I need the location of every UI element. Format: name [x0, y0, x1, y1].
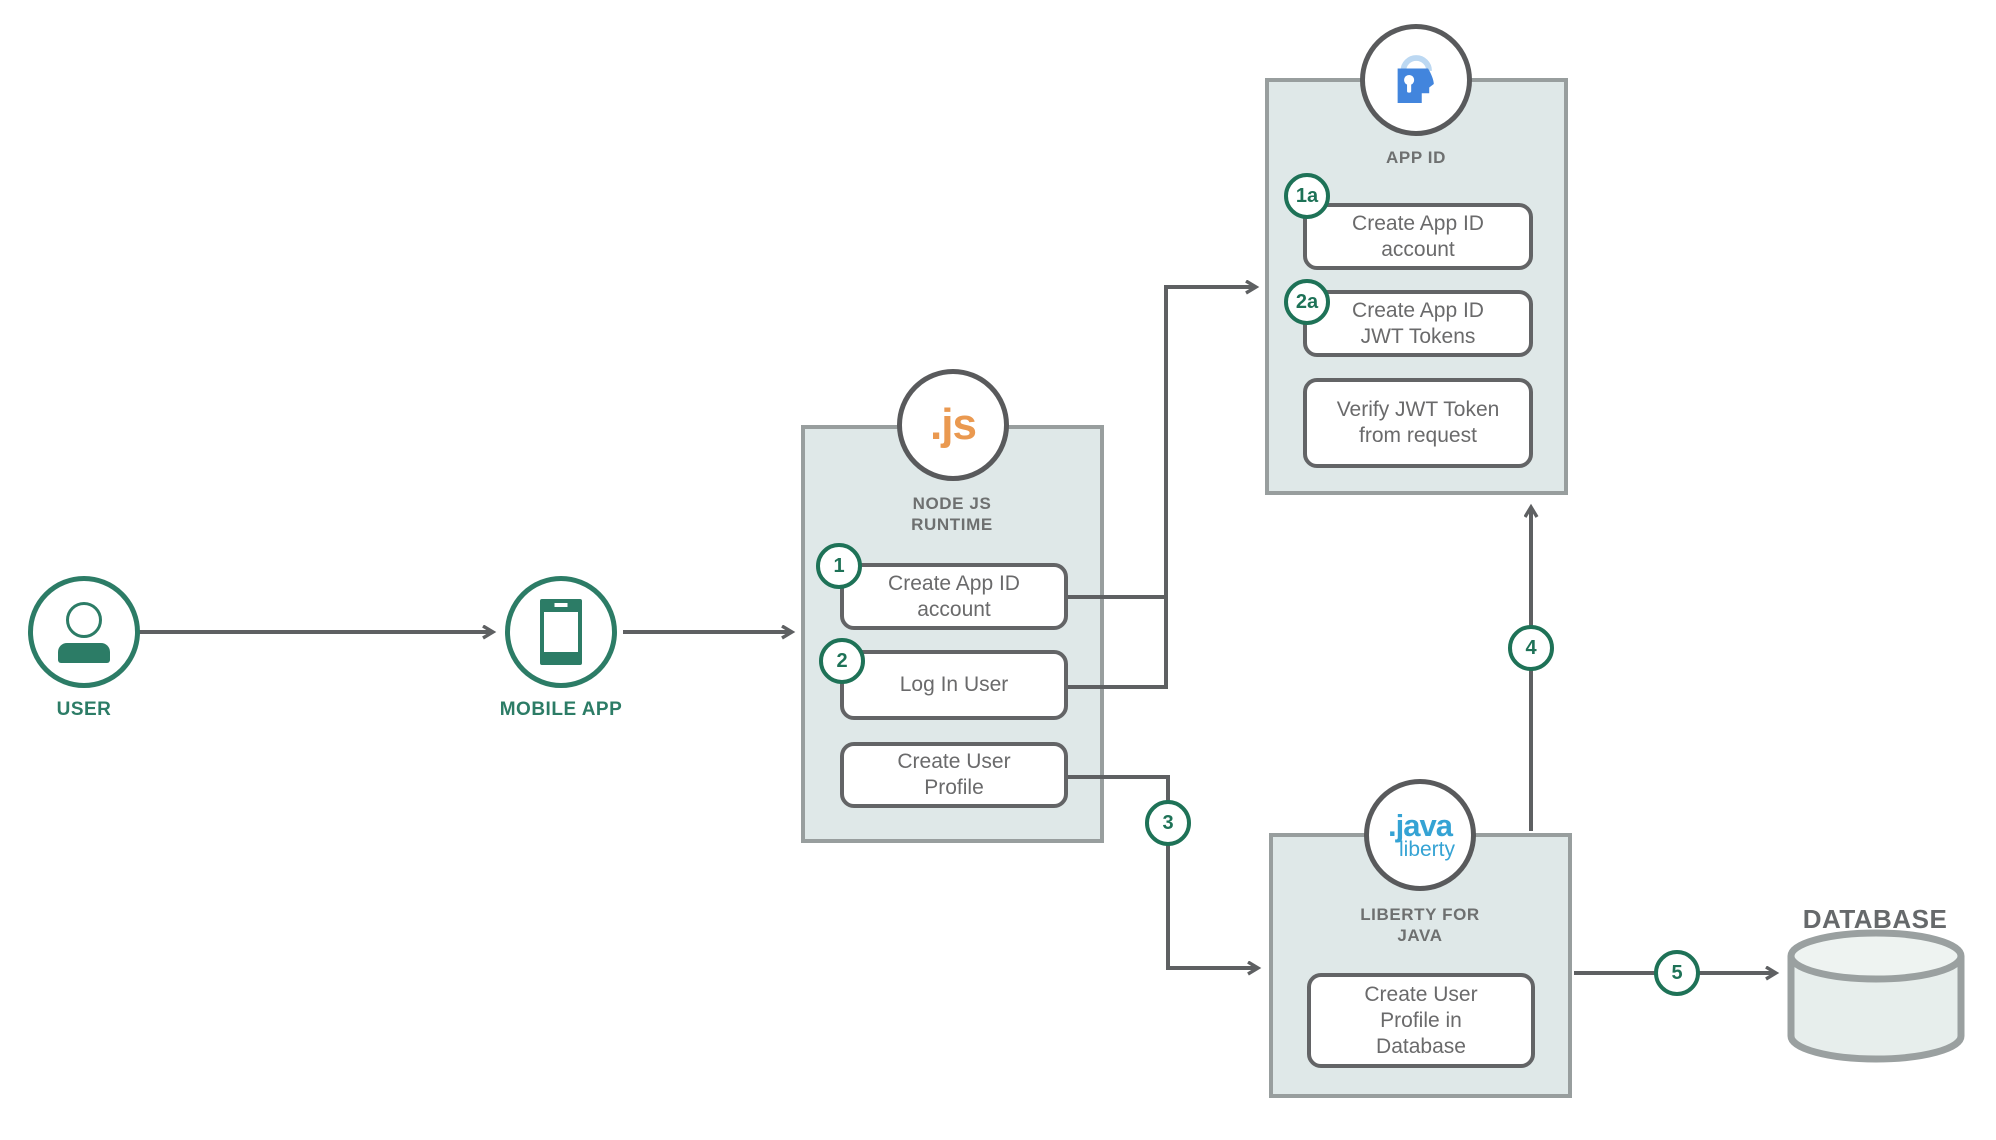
- button-create-appid-account-1a: Create App ID account: [1303, 203, 1533, 270]
- button-label: Create App ID account: [888, 571, 1020, 621]
- step-badge-2: 2: [819, 638, 865, 684]
- button-create-appid-jwt-tokens: Create App ID JWT Tokens: [1303, 290, 1533, 357]
- mobile-app-label: MOBILE APP: [499, 699, 623, 720]
- button-label: Create App ID account: [1352, 211, 1484, 261]
- step-badge-2a: 2a: [1284, 279, 1330, 325]
- liberty-circle: .java liberty: [1364, 779, 1476, 891]
- mobile-app-node: [505, 576, 617, 688]
- nodejs-title: NODE JS RUNTIME: [911, 494, 993, 534]
- liberty-logo-liberty: liberty: [1398, 838, 1456, 861]
- liberty-logo-java: .java: [1388, 808, 1453, 843]
- button-log-in-user: Log In User: [840, 650, 1068, 720]
- appid-title: APP ID: [1386, 148, 1446, 167]
- button-create-user-profile-db: Create User Profile in Database: [1307, 973, 1535, 1068]
- java-liberty-logo: .java liberty: [1385, 810, 1455, 860]
- button-verify-jwt-token: Verify JWT Token from request: [1303, 378, 1533, 468]
- smartphone-icon: [540, 599, 582, 665]
- user-label: USER: [56, 699, 112, 720]
- nodejs-logo-icon: .js: [930, 400, 977, 449]
- user-node: [28, 576, 140, 688]
- step-badge-1: 1: [816, 543, 862, 589]
- arrow-nodejs-to-liberty-step3: [1068, 775, 1257, 968]
- step-badge-4: 4: [1508, 625, 1554, 671]
- button-label: Create User Profile in Database: [1364, 982, 1478, 1058]
- arrow-nodejs-to-appid: [1068, 287, 1255, 689]
- person-icon: [56, 601, 112, 663]
- appid-lock-icon: [1397, 55, 1434, 103]
- step-badge-1a: 1a: [1284, 173, 1330, 219]
- button-create-appid-account: Create App ID account: [840, 563, 1068, 630]
- button-label: Verify JWT Token from request: [1336, 398, 1500, 447]
- button-label: Log In User: [899, 673, 1009, 696]
- button-label: Create App ID JWT Tokens: [1352, 298, 1484, 348]
- step-badge-5: 5: [1654, 950, 1700, 996]
- step-badge-3: 3: [1145, 800, 1191, 846]
- database-label: DATABASE: [1802, 904, 1948, 934]
- button-create-user-profile: Create User Profile: [840, 742, 1068, 808]
- appid-circle: [1360, 24, 1472, 136]
- database-cylinder-icon: [1787, 929, 1965, 1063]
- nodejs-circle: .js: [897, 369, 1009, 481]
- button-label: Create User Profile: [897, 750, 1011, 799]
- liberty-title: LIBERTY FOR JAVA: [1360, 905, 1480, 945]
